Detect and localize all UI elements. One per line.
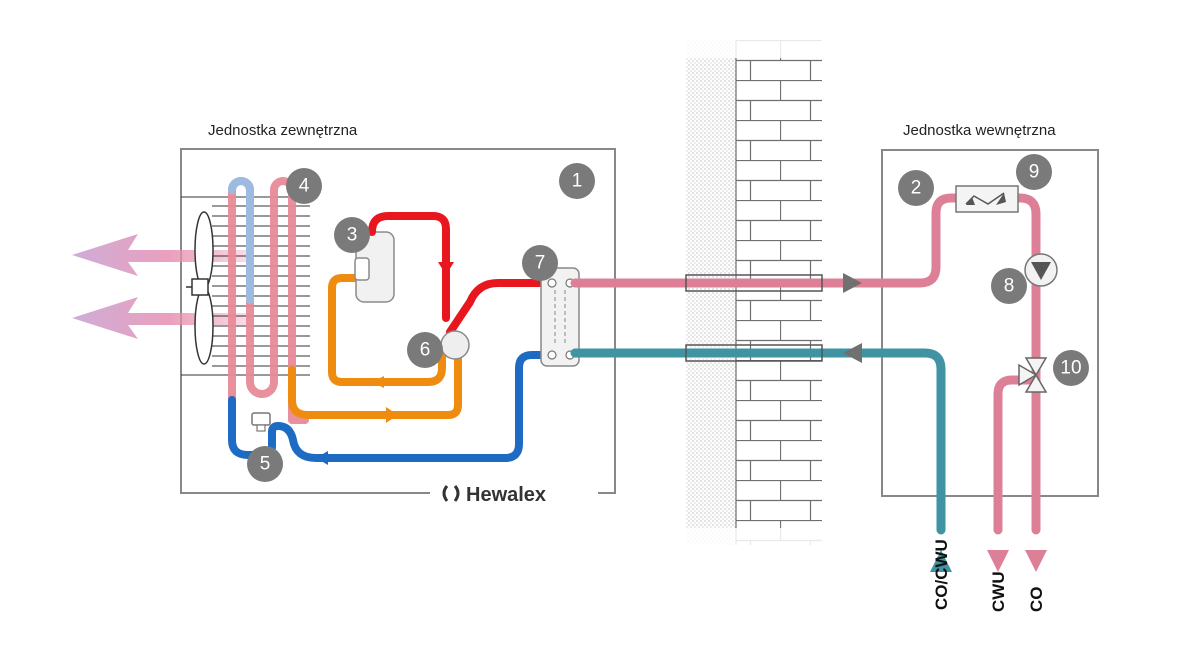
svg-text:7: 7 [535,253,546,274]
marker-2: 2 [898,170,934,206]
filter-icon [955,185,1019,213]
outdoor-unit-box [180,148,616,494]
marker-9: 9 [1016,154,1052,190]
port-label-heating: CO [1027,587,1046,613]
flow-arrow-cold-line [316,451,328,465]
indoor-unit-box [881,149,1099,497]
svg-text:6: 6 [420,340,431,361]
marker-6: 6 [407,332,443,368]
cold-refrigerant-line [228,351,552,462]
dhw-water-line [993,375,1041,535]
wall-brick-layer [736,40,822,545]
hot-gas-line-exchanger [446,279,552,336]
marker-10: 10 [1053,350,1089,386]
air-flow-arrow-lower [72,297,250,339]
fan-icon [186,211,214,365]
supply-water-line [570,193,1041,535]
circulation-pump-icon [1024,253,1058,287]
flow-arrow-hot-gas [438,262,454,275]
hot-gas-line-compressor [368,212,450,322]
marker-4: 4 [286,168,322,204]
svg-text:9: 9 [1029,162,1040,183]
brand-logo: Hewalex [442,484,546,506]
brand-name: Hewalex [466,484,546,506]
flow-arrow-return [843,343,862,363]
marker-3: 3 [334,217,370,253]
evaporator-coil-cold [228,177,254,304]
wall-insulation-layer [686,40,736,545]
outdoor-unit-title: Jednostka zewnętrzna [208,122,358,139]
air-flow-arrows [72,234,250,339]
svg-text:1: 1 [572,171,583,192]
three-way-valve-icon [1018,357,1048,393]
flow-arrow-supply [843,273,862,293]
marker-8: 8 [991,268,1027,304]
four-way-valve-icon [440,330,470,360]
flow-arrow-inner-loop [372,376,384,388]
return-water-line [570,348,946,535]
marker-7: 7 [522,245,558,281]
svg-text:3: 3 [347,225,358,246]
svg-text:2: 2 [911,178,922,199]
svg-text:8: 8 [1004,276,1015,297]
svg-text:10: 10 [1060,358,1081,379]
svg-text:4: 4 [299,176,310,197]
marker-5: 5 [247,446,283,482]
marker-1: 1 [559,163,595,199]
wall-pipe-sleeves [685,274,823,362]
component-markers: 1 2 3 4 5 6 7 8 9 10 [247,154,1089,482]
port-arrow-supply-return [930,550,952,572]
port-label-dhw: CWU [989,571,1008,612]
expansion-valve-icon [251,412,271,432]
air-flow-arrow-upper [72,234,250,276]
compressor-icon [354,231,395,303]
refrigerant-loop-outer [288,348,462,419]
svg-text:5: 5 [260,454,271,475]
flow-arrow-outer-loop [386,407,398,423]
port-arrow-dhw [987,550,1009,572]
refrigerant-loop-inner [328,274,446,386]
port-arrow-heating [1025,550,1047,572]
indoor-unit-title: Jednostka wewnętrzna [903,122,1056,139]
building-wall [686,28,822,558]
port-label-supply-return: CO/CWU [932,539,951,610]
